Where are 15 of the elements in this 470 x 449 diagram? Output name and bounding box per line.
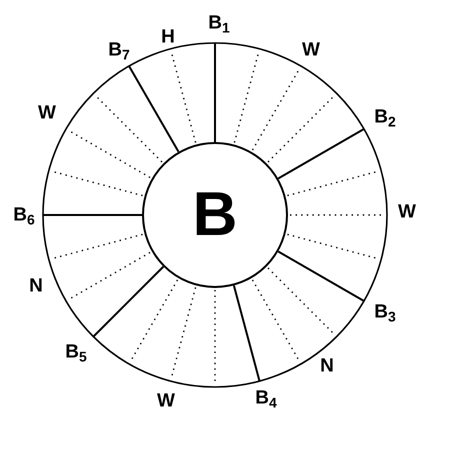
center-letter: B: [192, 184, 238, 246]
sector-label: B$_{3}$: [374, 302, 396, 322]
sector-label: B$_{2}$: [374, 108, 396, 126]
sector-label: W: [38, 104, 56, 122]
sector-label: W: [302, 40, 320, 60]
sector-label: N: [320, 356, 334, 376]
sector-label: B$_{4}$: [255, 388, 277, 408]
sector-label: H: [161, 28, 175, 46]
sector-label: W: [157, 392, 175, 410]
sector-label: B$_{5}$: [65, 342, 87, 362]
sector-label: B$_{6}$: [13, 206, 35, 224]
sector-label: B$_{1}$: [208, 14, 230, 32]
sector-label: N: [29, 276, 43, 296]
sector-label: W: [398, 202, 416, 222]
sector-label: B$_{7}$: [108, 40, 130, 60]
